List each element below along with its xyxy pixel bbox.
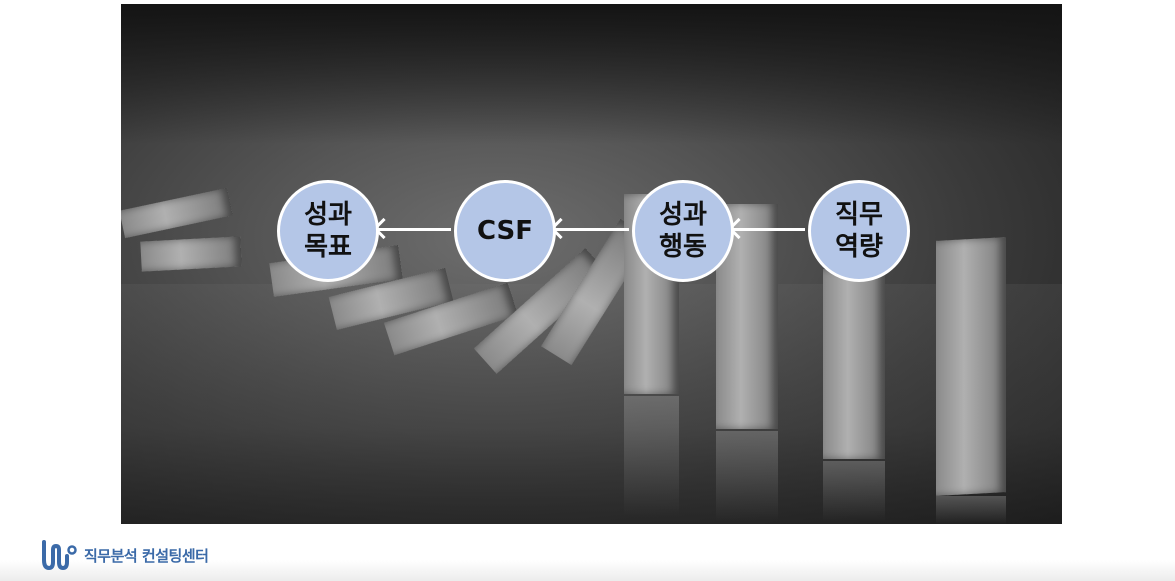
node-label: CSF <box>476 216 534 246</box>
domino-reflection <box>716 431 778 521</box>
node-label: 직무 역량 <box>835 200 883 262</box>
node-performance-goal: 성과 목표 <box>277 180 379 282</box>
image-top-shade <box>121 4 1062 144</box>
domino-fallen <box>140 236 242 272</box>
logo-text: 직무분석 컨설팅센터 <box>84 546 209 565</box>
node-label: 성과 행동 <box>659 200 707 262</box>
arrow-behavior-to-csf <box>549 217 629 240</box>
domino-reflection <box>936 496 1006 524</box>
footer-shade <box>0 560 1175 581</box>
node-job-competency: 직무 역량 <box>808 180 910 282</box>
domino-background-image <box>121 4 1062 524</box>
domino-reflection <box>823 461 885 521</box>
domino-reflection <box>624 396 679 516</box>
arrow-csf-to-goal <box>372 217 451 240</box>
domino-standing <box>936 237 1006 496</box>
node-performance-behavior: 성과 행동 <box>632 180 734 282</box>
domino-standing <box>823 269 885 459</box>
wave-logo-icon <box>42 540 77 571</box>
company-logo: 직무분석 컨설팅센터 <box>40 538 209 572</box>
node-label: 성과 목표 <box>304 200 352 262</box>
arrow-competency-to-behavior <box>727 217 805 240</box>
domino-fallen <box>121 187 233 239</box>
node-csf: CSF <box>454 180 556 282</box>
